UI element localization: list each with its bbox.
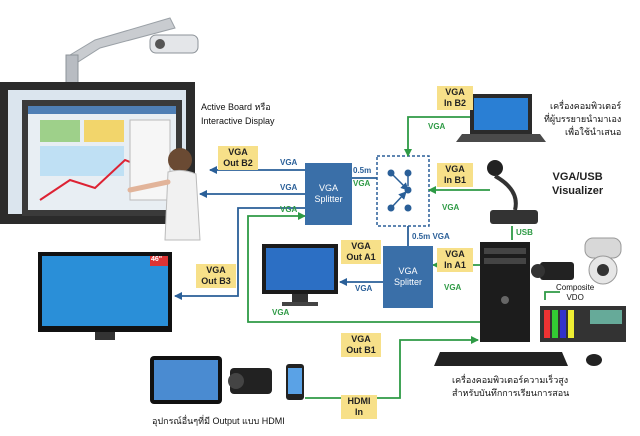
label-visualizer: VGA/USB Visualizer [552,170,603,198]
label-active-board-l2: Interactive Display [201,116,275,126]
splitter-bottom-line1: VGA [398,266,418,276]
keyboard-mouse [434,352,602,366]
blue-wires [174,166,409,300]
label-presenter-pc-l2: ที่ผู้บรรยายนำมาเอง [544,114,622,124]
tag-vga-out-b1-l1: VGA [351,334,371,344]
tag-vga-in-b1: VGA In B1 [437,163,473,187]
wire-label-vga: VGA [444,283,462,292]
tag-hdmi-in: HDMI In [341,395,377,419]
wire-label-vga: VGA [280,183,298,192]
recording-pc-tower [480,242,530,342]
vga-switch-box [376,155,430,227]
tag-vga-in-b2-l1: VGA [445,87,465,97]
video-cameras [531,237,622,285]
composite-switcher [540,306,626,342]
wire-label-half-m-vga: 0.5m VGA [412,232,450,241]
label-recording-pc-l1: เครื่องคอมพิวเตอร์ความเร็วสูง [452,375,569,385]
tag-vga-out-b2-l2: Out B2 [223,158,253,168]
label-active-board-l1: Active Board หรือ [201,102,271,112]
label-recording-pc: เครื่องคอมพิวเตอร์ความเร็วสูง สำหรับบันท… [452,374,569,400]
tag-vga-out-a1: VGA Out A1 [341,240,381,264]
wire-label-vga: VGA [428,122,446,131]
vga-splitter-bottom: VGA Splitter [383,246,433,308]
label-presenter-pc: เครื่องคอมพิวเตอร์ ที่ผู้บรรยายนำมาเอง เ… [544,100,621,139]
tag-vga-out-b1: VGA Out B1 [341,333,381,357]
tag-vga-in-a1-l2: In A1 [444,260,466,270]
wire-label-vga: VGA [272,308,290,317]
tag-vga-in-a1-l1: VGA [445,249,465,259]
label-presenter-pc-l1: เครื่องคอมพิวเตอร์ [550,101,622,111]
label-active-board: Active Board หรือ Interactive Display [201,100,275,128]
label-presenter-pc-l3: เพื่อใช้นำเสนอ [565,127,622,137]
tag-vga-out-b3-l2: Out B3 [201,276,231,286]
tag-vga-out-b2: VGA Out B2 [218,146,258,170]
tag-vga-out-b3-l1: VGA [206,265,226,275]
splitter-top-line1: VGA [318,183,338,193]
label-composite-l1: Composite [556,283,595,292]
splitter-bottom-line2: Splitter [393,277,422,287]
document-visualizer [487,160,538,224]
splitter-top-line2: Splitter [314,194,343,204]
tag-vga-out-b3: VGA Out B3 [196,264,236,288]
label-visualizer-l2: Visualizer [552,185,604,197]
tag-vga-out-b2-l1: VGA [228,147,248,157]
interactive-board [0,82,195,224]
presenter-person [127,148,201,241]
label-composite-l2: VDO [566,293,584,302]
wire-label-half-m: 0.5m [353,166,372,175]
label-hdmi-devices: อุปกรณ์อื่นๆที่มี Output แบบ HDMI [152,416,285,426]
ceiling-projector [65,17,199,84]
tv-size-badge: 46" [151,256,163,263]
wire-label-vga: VGA [280,205,298,214]
wire-label-vga: VGA [353,179,371,188]
presenter-laptop [456,94,546,142]
wire-label-vga: VGA [280,158,298,167]
tag-hdmi-in-l1: HDMI [347,396,371,406]
wire-label-vga: VGA [355,284,373,293]
tag-vga-in-a1: VGA In A1 [437,248,473,272]
tag-vga-in-b1-l2: In B1 [443,175,466,185]
label-composite: Composite VDO [556,283,594,303]
tag-vga-in-b1-l1: VGA [445,164,465,174]
hdmi-devices [150,356,304,404]
lcd-tv [38,252,172,340]
label-recording-pc-l2: สำหรับบันทึกการเรียนการสอน [452,388,570,398]
tag-vga-out-a1-l1: VGA [351,241,371,251]
label-visualizer-l1: VGA/USB [552,171,603,183]
tag-vga-in-b2: VGA In B2 [437,86,473,110]
tag-hdmi-in-l2: In [355,407,363,417]
tag-vga-in-b2-l2: In B2 [443,98,466,108]
monitor [262,244,338,306]
vga-splitter-top: VGA Splitter [305,163,352,225]
wire-label-usb: USB [516,228,533,237]
wire-label-vga: VGA [442,203,460,212]
tag-vga-out-b1-l2: Out B1 [346,345,376,355]
tag-vga-out-a1-l2: Out A1 [346,252,376,262]
